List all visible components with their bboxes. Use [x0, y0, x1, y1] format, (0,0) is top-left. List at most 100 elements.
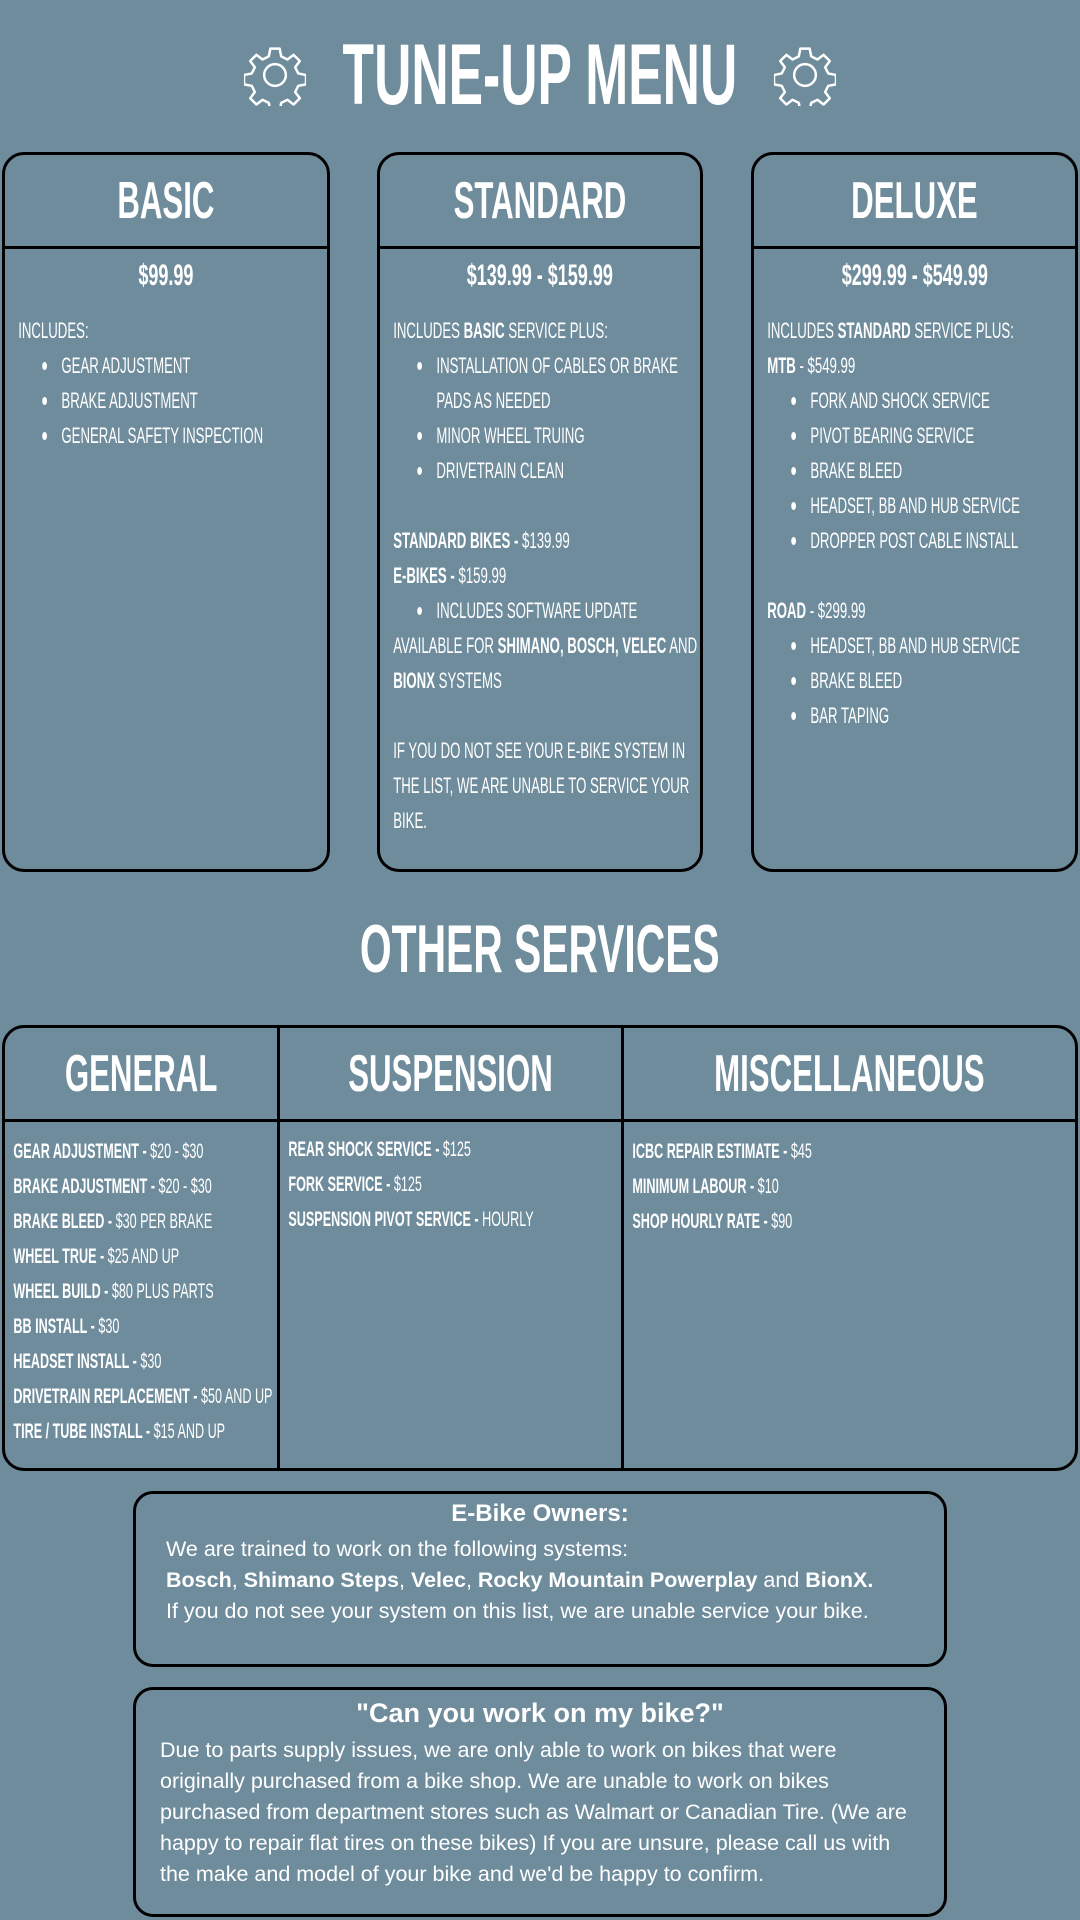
card-body: INCLUDES BASIC SERVICE PLUS:INSTALLATION… — [380, 313, 700, 838]
text: INCLUDES SOFTWARE UPDATE — [436, 598, 638, 623]
text: SYSTEMS — [435, 668, 502, 693]
list-item: DROPPER POST CABLE INSTALL — [767, 523, 1075, 558]
service-item: HEADSET INSTALL - $30 — [13, 1344, 277, 1379]
bold-text: BionX. — [805, 1568, 874, 1592]
card-title: DELUXE — [851, 171, 978, 230]
text: GEAR ADJUSTMENT — [61, 353, 191, 378]
card-standard: STANDARD $139.99 - $159.99 INCLUDES BASI… — [377, 152, 703, 872]
service-price: $50 AND UP — [197, 1385, 273, 1408]
service-price: $15 AND UP — [150, 1420, 226, 1443]
text: DRIVETRAIN CLEAN — [436, 458, 565, 483]
text: HEADSET, BB AND HUB SERVICE — [810, 633, 1020, 658]
list-item: PIVOT BEARING SERVICE — [767, 418, 1075, 453]
text-line: STANDARD BIKES - $139.99 — [393, 523, 700, 558]
service-item: WHEEL TRUE - $25 AND UP — [13, 1239, 277, 1274]
service-item: ICBC REPAIR ESTIMATE - $45 — [633, 1134, 1075, 1169]
service-price: $20 - $30 — [146, 1140, 204, 1163]
bold-text: BIONX — [393, 668, 436, 693]
service-item: FORK SERVICE - $125 — [289, 1167, 622, 1202]
gear-icon — [773, 47, 836, 106]
list-item: FORK AND SHOCK SERVICE — [767, 383, 1075, 418]
spacer — [767, 558, 1075, 593]
text: - $299.99 — [806, 598, 866, 623]
ebike-text: We are trained to work on the following … — [166, 1534, 914, 1627]
service-item: DRIVETRAIN REPLACEMENT - $50 AND UP — [13, 1379, 277, 1414]
service-item: BRAKE ADJUSTMENT - $20 - $30 — [13, 1169, 277, 1204]
list-item: MINOR WHEEL TRUING — [393, 418, 700, 453]
service-item: WHEEL BUILD - $80 PLUS PARTS — [13, 1274, 277, 1309]
text: INCLUDES — [767, 318, 838, 343]
text-line: INCLUDES STANDARD SERVICE PLUS: — [767, 313, 1075, 348]
text-line: AVAILABLE FOR SHIMANO, BOSCH, VELEC AND … — [393, 628, 700, 698]
card-body: INCLUDES STANDARD SERVICE PLUS: MTB - $54… — [754, 313, 1075, 733]
service-name: BRAKE BLEED - — [13, 1210, 113, 1233]
list-item: DRIVETRAIN CLEAN — [393, 453, 700, 488]
list-item: GEAR ADJUSTMENT — [18, 348, 327, 383]
text: PIVOT BEARING SERVICE — [810, 423, 975, 448]
text: $159.99 — [454, 563, 507, 588]
list-item: GENERAL SAFETY INSPECTION — [18, 418, 327, 453]
service-price: HOURLY — [478, 1208, 535, 1231]
service-name: SUSPENSION PIVOT SERVICE - — [288, 1208, 479, 1231]
page-title: TUNE-UP MENU — [0, 27, 1080, 123]
service-name: MINIMUM LABOUR - — [632, 1175, 755, 1198]
service-name: TIRE / TUBE INSTALL - — [13, 1420, 151, 1443]
faq-title: "Can you work on my bike?" — [356, 1698, 724, 1728]
column-title: MISCELLANEOUS — [714, 1044, 985, 1103]
text: BAR TAPING — [810, 703, 890, 728]
text: We are trained to work on the following … — [166, 1537, 629, 1561]
service-price: $10 — [754, 1175, 780, 1198]
bold-text: Velec — [410, 1568, 466, 1592]
service-price: $30 PER BRAKE — [112, 1210, 213, 1233]
list-item: HEADSET, BB AND HUB SERVICE — [767, 488, 1075, 523]
gear-icon — [244, 47, 307, 106]
bold-text: Bosch — [166, 1568, 232, 1592]
card-deluxe: DELUXE $299.99 - $549.99 INCLUDES STANDA… — [751, 152, 1078, 872]
list-item: BRAKE BLEED — [767, 663, 1075, 698]
service-price: $25 AND UP — [104, 1245, 180, 1268]
bold-text: ROAD — [767, 598, 807, 623]
service-item: BB INSTALL - $30 — [13, 1309, 277, 1344]
service-name: WHEEL TRUE - — [13, 1245, 105, 1268]
service-item: BRAKE BLEED - $30 PER BRAKE — [13, 1204, 277, 1239]
list-item: BRAKE ADJUSTMENT — [18, 383, 327, 418]
text-line: IF YOU DO NOT SEE YOUR E-BIKE SYSTEM IN … — [393, 733, 700, 838]
bold-text: MTB — [767, 353, 796, 378]
service-price: $80 PLUS PARTS — [108, 1280, 214, 1303]
service-item: SHOP HOURLY RATE - $90 — [633, 1204, 1075, 1239]
service-name: FORK SERVICE - — [288, 1173, 391, 1196]
text-line: INCLUDES BASIC SERVICE PLUS: — [393, 313, 700, 348]
column-title: SUSPENSION — [348, 1044, 554, 1103]
ebike-owners-box: E-Bike Owners: We are trained to work on… — [133, 1491, 947, 1667]
list-item: INSTALLATION OF CABLES OR BRAKE PADS AS … — [393, 348, 700, 418]
bold-text: Shimano Steps — [243, 1568, 399, 1592]
text-line: We are trained to work on the following … — [166, 1534, 914, 1565]
text: , — [398, 1568, 411, 1592]
faq-text: Due to parts supply issues, we are only … — [160, 1738, 907, 1886]
other-services-title: OTHER SERVICES — [360, 911, 720, 987]
bold-text: STANDARD — [837, 318, 911, 343]
list-item: BRAKE BLEED — [767, 453, 1075, 488]
service-name: BB INSTALL - — [13, 1315, 95, 1338]
text: BRAKE ADJUSTMENT — [61, 388, 198, 413]
text: INCLUDES: — [18, 318, 89, 343]
service-price: $90 — [768, 1210, 793, 1233]
service-item: TIRE / TUBE INSTALL - $15 AND UP — [13, 1414, 277, 1449]
service-name: REAR SHOCK SERVICE - — [288, 1138, 440, 1161]
text: If you do not see your system on this li… — [166, 1599, 869, 1623]
text-line: E-BIKES - $159.99 — [393, 558, 700, 593]
card-header: BASIC — [5, 155, 327, 249]
ebike-title: E-Bike Owners: — [451, 1500, 629, 1527]
text: - $549.99 — [795, 353, 856, 378]
card-price: $299.99 - $549.99 — [841, 259, 988, 292]
text-line: INCLUDES: — [18, 313, 327, 348]
text: , — [231, 1568, 244, 1592]
text: AVAILABLE FOR — [393, 633, 498, 658]
card-body: INCLUDES: GEAR ADJUSTMENT BRAKE ADJUSTMENT… — [5, 313, 327, 453]
service-price: $125 — [390, 1173, 423, 1196]
